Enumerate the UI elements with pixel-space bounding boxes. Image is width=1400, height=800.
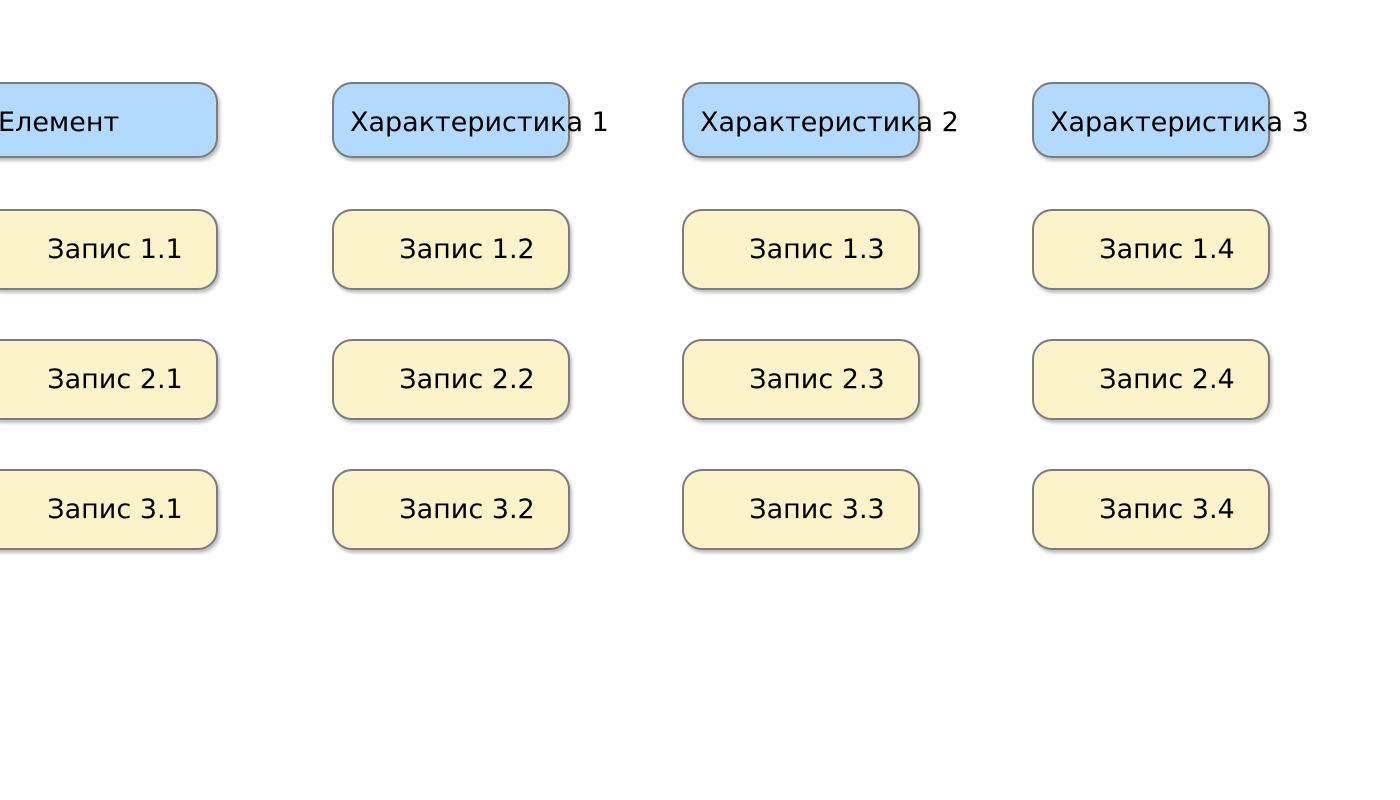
record-box-3-4: Запис 3.4 (1032, 469, 1270, 550)
header-box-element-label: Елемент (0, 106, 120, 138)
record-box-1-2: Запис 1.2 (332, 209, 570, 290)
header-box-characteristic-2: Характеристика 2 (682, 82, 959, 158)
record-box-3-1: Запис 3.1 (0, 469, 218, 550)
record-box-3-2: Запис 3.2 (332, 469, 570, 550)
record-box-1-3-label: Запис 1.3 (749, 234, 885, 265)
record-box-3-1-label: Запис 3.1 (47, 494, 183, 525)
header-box-characteristic-1-label: Характеристика 1 (350, 106, 609, 138)
record-box-2-1: Запис 2.1 (0, 339, 218, 420)
header-box-element: Елемент (0, 82, 218, 158)
record-box-2-3: Запис 2.3 (682, 339, 920, 420)
record-box-2-1-label: Запис 2.1 (47, 364, 183, 395)
header-box-characteristic-1: Характеристика 1 (332, 82, 609, 158)
record-box-1-2-label: Запис 1.2 (399, 234, 535, 265)
record-box-3-2-label: Запис 3.2 (399, 494, 535, 525)
record-box-1-3: Запис 1.3 (682, 209, 920, 290)
record-box-2-4-label: Запис 2.4 (1099, 364, 1235, 395)
header-box-characteristic-3: Характеристика 3 (1032, 82, 1309, 158)
record-box-2-2: Запис 2.2 (332, 339, 570, 420)
header-box-characteristic-2-label: Характеристика 2 (700, 106, 959, 138)
record-box-2-2-label: Запис 2.2 (399, 364, 535, 395)
header-box-characteristic-3-label: Характеристика 3 (1050, 106, 1309, 138)
record-box-1-4-label: Запис 1.4 (1099, 234, 1235, 265)
record-box-1-1-label: Запис 1.1 (47, 234, 183, 265)
record-box-3-3-label: Запис 3.3 (749, 494, 885, 525)
record-box-2-3-label: Запис 2.3 (749, 364, 885, 395)
record-box-3-3: Запис 3.3 (682, 469, 920, 550)
record-box-2-4: Запис 2.4 (1032, 339, 1270, 420)
record-box-1-4: Запис 1.4 (1032, 209, 1270, 290)
record-box-3-4-label: Запис 3.4 (1099, 494, 1235, 525)
record-box-1-1: Запис 1.1 (0, 209, 218, 290)
